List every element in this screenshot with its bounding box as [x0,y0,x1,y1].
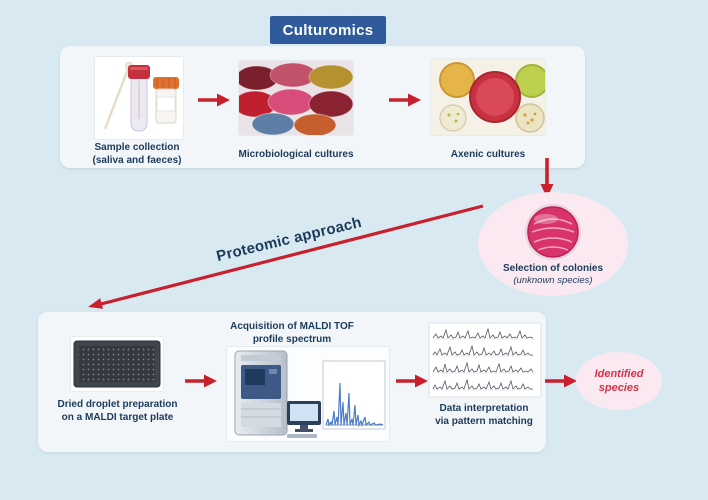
data-interpretation-photo [428,322,542,398]
selection-of-colonies-caption: Selection of colonies [502,262,604,274]
axenic-cultures-caption: Axenic cultures [450,149,526,160]
axenic-cultures-photo [430,58,546,136]
proteomic-approach-label: Proteomic approach [214,213,364,266]
arrow-right-icon [198,93,230,107]
selection-of-colonies-badge: Selection of colonies (unknown species) [478,192,628,296]
microbiological-cultures-photo [238,60,354,136]
maldi-plate-photo [70,336,164,392]
microbiological-cultures-caption: Microbiological cultures [238,149,354,160]
arrow-down-icon [540,158,554,198]
sample-collection-caption: Sample collection (saliva and faeces) [92,142,182,166]
maldi-instrument-photo [226,346,390,442]
identified-species-badge: Identified species [576,352,662,410]
colony-dish-photo [525,203,581,260]
identified-species-caption: Identified species [594,367,644,394]
arrow-right-icon [396,374,428,388]
arrow-right-icon [185,374,217,388]
arrow-right-icon [389,93,421,107]
page-title: Culturomics [270,16,386,44]
unknown-species-caption: (unknown species) [513,275,593,287]
data-interpretation-caption: Data interpretation via pattern matching [435,403,533,427]
arrow-right-icon [545,374,577,388]
dried-droplet-caption: Dried droplet preparation on a MALDI tar… [57,399,178,423]
acquisition-caption: Acquisition of MALDI TOF profile spectru… [230,321,354,345]
sample-collection-photo [94,56,184,140]
